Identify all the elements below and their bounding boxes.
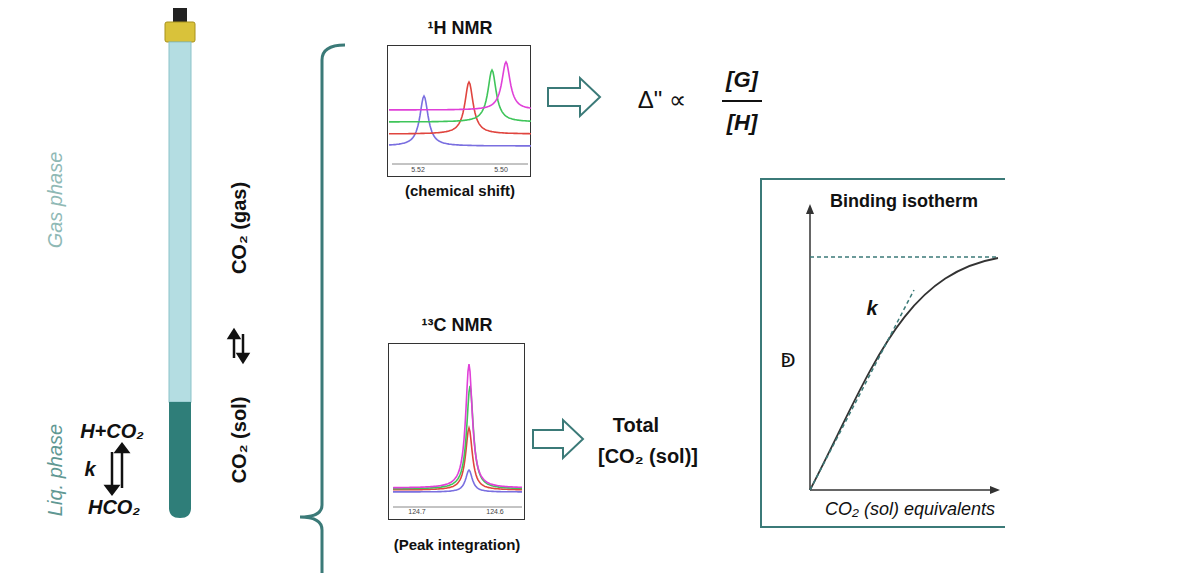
formula-numerator: [G] xyxy=(726,68,758,92)
equilibrium-species: HCO₂ xyxy=(88,496,140,518)
phase-label: Gas phase xyxy=(44,152,66,249)
fraction-bar xyxy=(722,100,762,102)
plot-drawing xyxy=(389,344,526,521)
axis-tick: 5.52 xyxy=(411,166,425,174)
axis-label: CO₂ (sol) equivalents xyxy=(825,500,995,520)
hollow-arrow xyxy=(548,78,600,116)
phase-label: Liq. phase xyxy=(44,424,66,516)
spectrum-peak xyxy=(389,62,531,110)
tube-cap-top xyxy=(173,8,187,22)
tangent-line xyxy=(810,290,914,490)
axis-line xyxy=(393,507,522,508)
tube-liquid xyxy=(169,402,191,518)
phase-species: CO₂ (gas) xyxy=(228,182,250,274)
rate-constant: k xyxy=(84,458,95,480)
axis-tick: 124.6 xyxy=(486,508,504,516)
y-axis xyxy=(809,210,811,490)
axis-tick: 124.7 xyxy=(408,508,426,516)
isotherm-curve xyxy=(810,258,998,490)
hollow-arrow xyxy=(533,420,583,458)
x-axis xyxy=(810,489,994,491)
result-text: [CO₂ (sol)] xyxy=(598,445,698,467)
plateau-line xyxy=(810,256,998,258)
equilibrium-species: H+CO₂ xyxy=(80,420,144,442)
panel-title: Binding isotherm xyxy=(830,192,978,212)
spectrum-title: ¹³C NMR xyxy=(422,316,493,336)
plot-drawing xyxy=(762,180,1007,530)
axis-head xyxy=(806,204,814,214)
tube-cap xyxy=(165,22,195,42)
slope-label: k xyxy=(866,297,877,319)
spectrum-peak xyxy=(389,82,531,134)
formula-denominator: [H] xyxy=(727,111,758,135)
axis-tick: 5.50 xyxy=(494,166,508,174)
tube-glass xyxy=(169,42,191,402)
axis-caption: (Peak integration) xyxy=(394,537,521,554)
exchange-arrows xyxy=(229,330,248,362)
spectrum-box: ¹³C NMR124.7124.6(Peak integration) xyxy=(388,343,525,520)
phase-species: CO₂ (sol) xyxy=(228,397,250,484)
axis-caption: (chemical shift) xyxy=(405,183,515,200)
result-text: Total xyxy=(613,414,659,436)
spectrum-box: ¹H NMR5.525.50(chemical shift) xyxy=(387,45,531,177)
spectrum-peak xyxy=(393,364,522,488)
bracket xyxy=(300,45,345,573)
axis-label: ↁ xyxy=(780,349,795,371)
axis-head xyxy=(990,486,1000,494)
axis-line xyxy=(392,164,528,165)
formula-text: Δ" ∝ xyxy=(638,87,686,113)
equilibrium-arrows xyxy=(106,444,128,494)
spectrum-title: ¹H NMR xyxy=(428,19,493,39)
isotherm-panel: Binding isotherm ↁ kCO₂ (sol) equivalents xyxy=(760,178,1005,528)
plot-drawing xyxy=(388,46,532,178)
